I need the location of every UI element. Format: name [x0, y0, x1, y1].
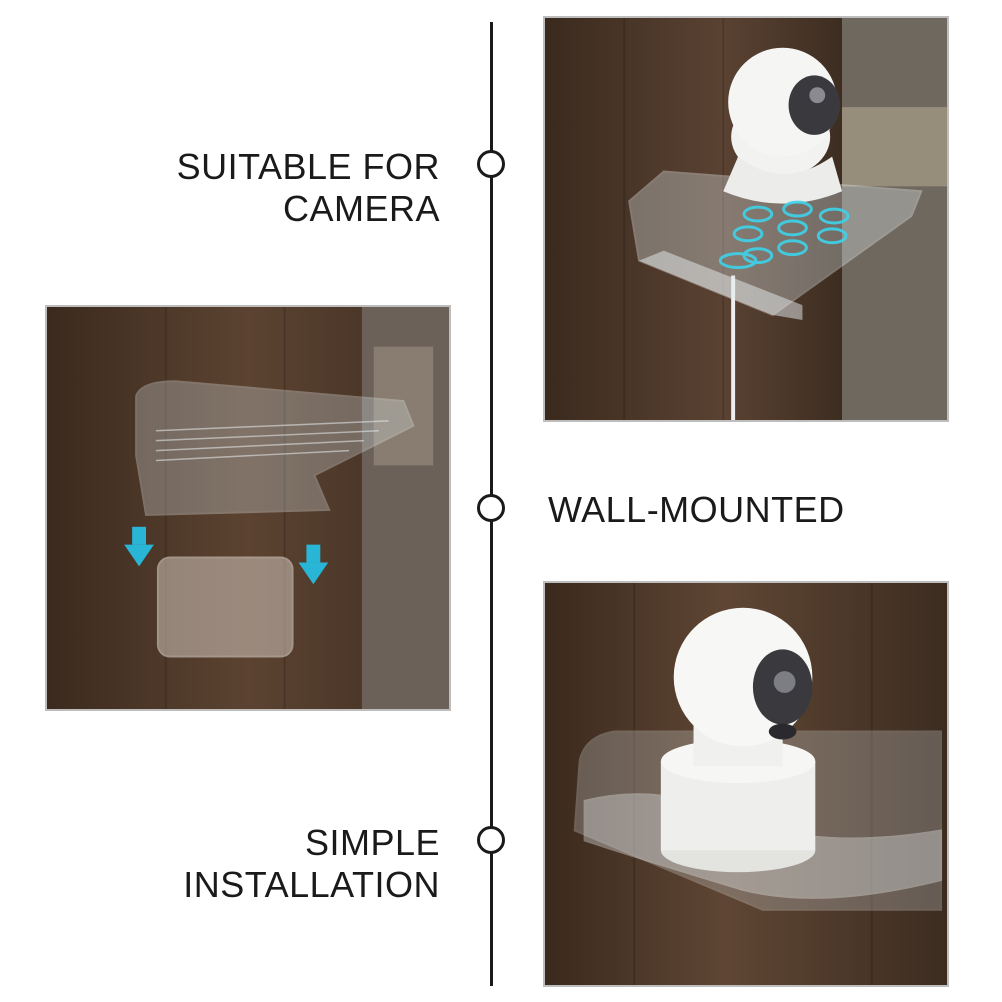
photo-camera-on-shelf-illustration — [545, 18, 947, 420]
arrow-down-icon — [124, 526, 329, 585]
photo-camera-on-shelf — [543, 16, 949, 422]
photo-adhesive-install-illustration — [47, 307, 449, 709]
feature-label-installation: SIMPLE INSTALLATION — [183, 822, 440, 905]
photo-camera-closeup — [543, 581, 949, 987]
photo-camera-closeup-illustration — [545, 583, 947, 985]
photo-adhesive-install — [45, 305, 451, 711]
timeline-node-icon — [477, 826, 505, 854]
timeline-node-icon — [477, 494, 505, 522]
feature-label-wall-mounted: WALL-MOUNTED — [548, 489, 845, 530]
timeline-node-icon — [477, 150, 505, 178]
feature-label-camera: SUITABLE FOR CAMERA — [176, 146, 440, 229]
